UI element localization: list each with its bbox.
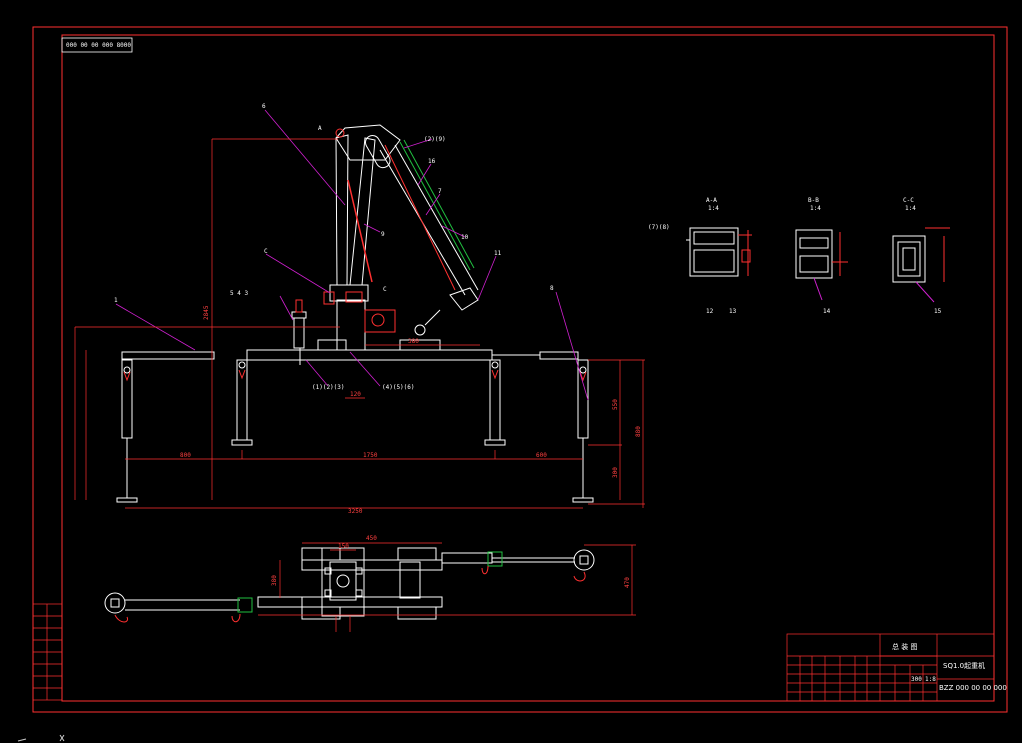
left-outrigger (121, 351, 215, 360)
title-block-drawing-no: BZZ 000 00 00 000 (939, 684, 1007, 692)
title-block (786, 633, 995, 702)
section-cc (892, 227, 950, 303)
title-block-sheet: 1:8 (925, 676, 936, 683)
part-label: 9 (381, 231, 385, 238)
crane-assembly (291, 124, 479, 365)
dim-left-span: 800 (180, 452, 191, 459)
title-block-scale: 300 (911, 676, 922, 683)
part-label: 8 (550, 285, 554, 292)
part-label: 14 (823, 308, 831, 315)
knuckle (335, 124, 401, 161)
left-inner-leg (236, 359, 248, 441)
plan-view (104, 547, 595, 623)
right-inner-leg (489, 359, 501, 441)
part-label: 10 (461, 234, 469, 241)
section-aa (686, 227, 752, 277)
section-cc-title: C-C (903, 197, 914, 204)
plan-dimensions (258, 542, 636, 632)
part-label: (4)(5)(6) (382, 384, 415, 391)
dimension-lines (74, 138, 645, 509)
part-label: 15 (934, 308, 942, 315)
revision-strip (32, 603, 63, 701)
cursor-icon (17, 734, 65, 742)
part-label: 1 (114, 297, 118, 304)
part-label: 5 4 3 (230, 290, 248, 297)
leader-lines (115, 109, 589, 401)
drawing-code-box: 000 00 00 000 8000 (61, 37, 133, 53)
left-outer-leg (121, 359, 133, 439)
part-label: 12 (706, 308, 714, 315)
part-label: C (264, 248, 268, 255)
part-label: (7)(8) (648, 224, 670, 231)
section-bb-scale: 1:4 (810, 205, 821, 212)
drawing-code-text: 000 00 00 000 8000 (66, 42, 131, 49)
plan-dimension-texts: 450 150 380 470 (271, 535, 631, 588)
dim-boom-length: 380 (408, 338, 419, 345)
inner-frame (61, 34, 995, 702)
dim-plan-right: 470 (624, 577, 631, 588)
part-label: (2)(9) (424, 136, 446, 143)
dim-base-width: 120 (350, 391, 361, 398)
section-aa-title: A-A (706, 197, 717, 204)
dim-total-height: 2845 (203, 305, 210, 320)
section-bb (795, 229, 848, 301)
elevation-view (116, 339, 594, 503)
dim-plan-top: 450 (366, 535, 377, 542)
title-block-header: 总 装 图 (892, 642, 917, 651)
right-outrigger (539, 351, 579, 360)
column (336, 299, 366, 351)
part-label: 13 (729, 308, 737, 315)
dim-right-h1: 550 (612, 399, 619, 410)
section-bb-title: B-B (808, 197, 819, 204)
title-block-name: SQ1.0起重机 (943, 661, 985, 670)
section-aa-scale: 1:4 (708, 205, 719, 212)
part-label: (1)(2)(3) (312, 384, 345, 391)
dim-plan-left: 380 (271, 575, 278, 586)
part-label: 11 (494, 250, 502, 257)
part-label: A (318, 125, 322, 132)
part-label: 16 (428, 158, 436, 165)
dimension-texts: 2845 800 1750 600 3250 550 300 880 380 1… (180, 305, 642, 515)
part-label: 7 (438, 188, 442, 195)
part-labels: 6 A (2)(9) 16 7 9 10 11 C 5 4 3 C 1 8 (1… (114, 103, 942, 391)
main-boom (335, 134, 349, 286)
dim-center-span: 1750 (363, 452, 378, 459)
dim-right-total: 880 (635, 426, 642, 437)
outer-frame (32, 26, 1008, 713)
dim-right-span: 600 (536, 452, 547, 459)
part-label: 6 (262, 103, 266, 110)
part-label: C (383, 286, 387, 293)
dim-right-h2: 300 (612, 467, 619, 478)
section-cc-scale: 1:4 (905, 205, 916, 212)
dim-overall-width: 3250 (348, 508, 363, 515)
dim-plan-inner: 150 (338, 543, 349, 550)
main-beam (246, 349, 493, 361)
